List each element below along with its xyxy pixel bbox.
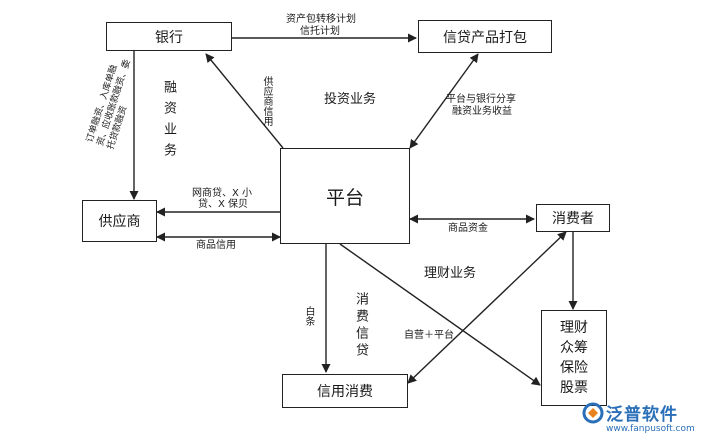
supplier-label: 供应商 <box>98 214 141 230</box>
label-goods-funds: 商品资金 <box>448 223 488 234</box>
credit-consume-label: 信用消费 <box>317 384 373 400</box>
label-asset-transfer-2: 信托计划 <box>300 26 340 37</box>
label-white-bar: 白条 <box>303 306 314 326</box>
label-revenue-share-1: 平台与银行分享 <box>446 94 516 105</box>
label-wealth-business: 理财业务 <box>424 266 477 281</box>
consumer-label: 消费者 <box>552 211 594 227</box>
arrow-platform-credit-pack <box>409 53 479 149</box>
bank-label: 银行 <box>155 29 183 46</box>
fanpu-logo-icon <box>582 402 604 424</box>
platform-label: 平台 <box>325 186 364 209</box>
wealth-item-zhongchou: 众筹 <box>560 340 588 356</box>
watermark-name: 泛普软件 <box>606 405 678 425</box>
platform-node: 平台 <box>280 148 410 244</box>
watermark: 泛普软件 www.fanpusoft.com <box>582 398 710 444</box>
label-consumer-credit: 消费信贷 <box>353 292 368 360</box>
wealth-node: 理财 众筹 保险 股票 <box>541 310 607 406</box>
label-finance-business: 融资业务 <box>161 80 176 164</box>
supplier-node: 供应商 <box>82 200 157 242</box>
label-platform-to-supplier-1: 网商贷、X 小 <box>192 188 253 199</box>
wealth-item-gupiao: 股票 <box>560 380 588 396</box>
label-asset-transfer-1: 资产包转移计划 <box>286 14 356 25</box>
consumer-node: 消费者 <box>536 204 610 232</box>
label-investment-business: 投资业务 <box>324 92 377 107</box>
label-goods-credit: 商品信用 <box>196 240 236 251</box>
wealth-item-baoxian: 保险 <box>560 360 588 376</box>
label-supply-chain-credit: 供应商信用 <box>261 76 272 126</box>
credit-pack-node: 信贷产品打包 <box>418 20 552 53</box>
label-platform-to-supplier-2: 贷、X 保贝 <box>198 199 249 210</box>
bank-node: 银行 <box>106 22 232 51</box>
wealth-item-licai: 理财 <box>560 320 588 336</box>
watermark-url: www.fanpusoft.com <box>606 424 695 434</box>
credit-pack-label: 信贷产品打包 <box>443 29 527 46</box>
credit-consume-node: 信用消费 <box>282 374 408 408</box>
label-self-plus-platform: 自营＋平台 <box>404 330 454 341</box>
label-revenue-share-2: 融资业务收益 <box>452 106 512 117</box>
arrow-platform-to-bank <box>205 53 284 149</box>
arrow-credit-consume-consumer <box>407 231 567 384</box>
